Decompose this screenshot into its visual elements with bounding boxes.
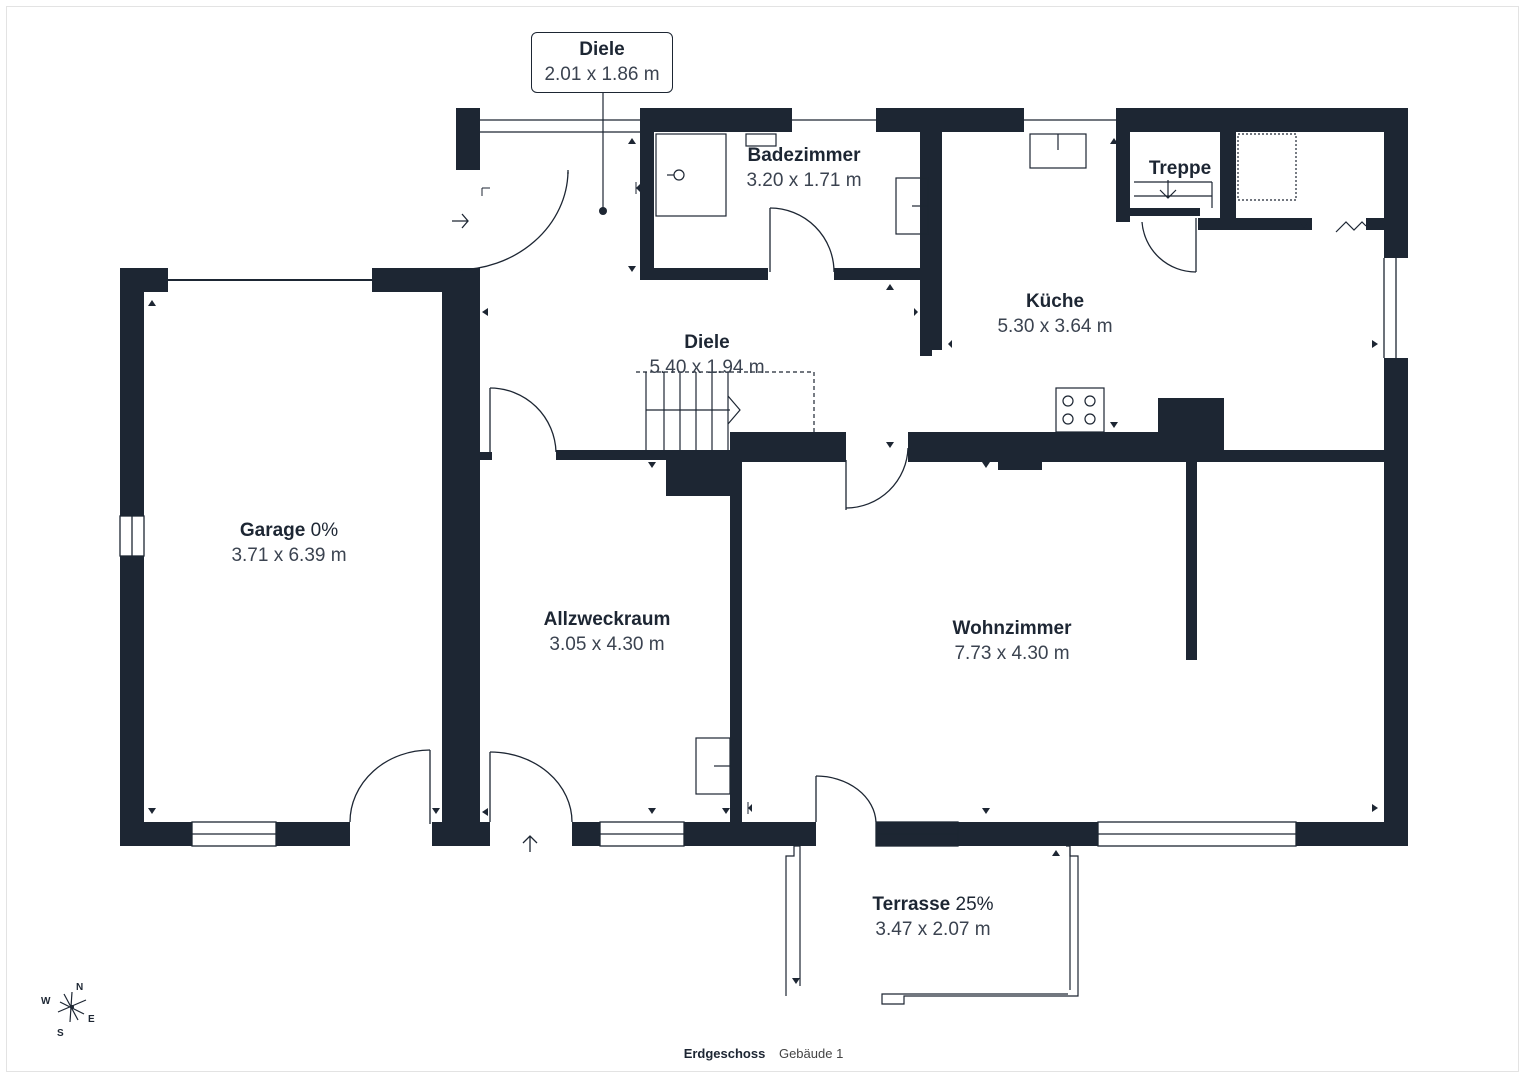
- room-name: Diele: [684, 332, 730, 353]
- room-dims: 5.30 x 3.64 m: [997, 316, 1113, 337]
- room-label-kueche: Küche 5.30 x 3.64 m: [997, 290, 1112, 340]
- entry-arrows: [452, 213, 538, 852]
- compass-east: E: [88, 1014, 95, 1025]
- room-label-terrasse: Terrasse 25% 3.47 x 2.07 m: [872, 893, 993, 943]
- building-name: Gebäude 1: [778, 1046, 844, 1061]
- doors: [349, 170, 1197, 824]
- room-percent: 0%: [310, 520, 339, 541]
- callout-room-dims: 2.01 x 1.86 m: [544, 64, 660, 85]
- room-dims: 3.71 x 6.39 m: [231, 545, 347, 566]
- room-name: Terrasse: [872, 894, 951, 915]
- plan-footer: Erdgeschoss Gebäude 1: [0, 1046, 1527, 1061]
- room-name: Allzweckraum: [543, 609, 671, 630]
- room-dims: 7.73 x 4.30 m: [954, 643, 1070, 664]
- fixtures: [602, 93, 1367, 1005]
- room-name: Treppe: [1148, 158, 1212, 179]
- walls: [120, 108, 1408, 846]
- tick-lines: [481, 182, 749, 814]
- dimension-markers: [148, 138, 1378, 984]
- room-label-wohnzimmer: Wohnzimmer 7.73 x 4.30 m: [953, 617, 1072, 667]
- room-label-treppe: Treppe: [1149, 157, 1211, 181]
- room-dims: 3.20 x 1.71 m: [746, 170, 862, 191]
- room-label-diele: Diele 5.40 x 1.94 m: [649, 331, 764, 381]
- floor-name: Erdgeschoss: [683, 1046, 766, 1061]
- room-label-garage: Garage 0% 3.71 x 6.39 m: [231, 519, 346, 569]
- room-name: Garage: [239, 520, 306, 541]
- room-dims: 3.05 x 4.30 m: [549, 634, 665, 655]
- room-name: Küche: [1025, 291, 1085, 312]
- compass-north: N: [76, 982, 84, 993]
- compass-west: W: [41, 996, 51, 1007]
- room-percent: 25%: [955, 894, 994, 915]
- room-dims: 3.47 x 2.07 m: [875, 919, 991, 940]
- diele-callout: Diele 2.01 x 1.86 m: [531, 32, 673, 93]
- compass-south: S: [57, 1028, 64, 1039]
- room-label-allzweckraum: Allzweckraum 3.05 x 4.30 m: [544, 608, 671, 658]
- room-dims: 5.40 x 1.94 m: [649, 357, 765, 378]
- callout-room-name: Diele: [579, 39, 625, 60]
- room-label-badezimmer: Badezimmer 3.20 x 1.71 m: [746, 144, 861, 194]
- room-name: Badezimmer: [747, 145, 861, 166]
- page-frame: [6, 6, 1519, 1072]
- room-name: Wohnzimmer: [952, 618, 1072, 639]
- callout-anchor: [599, 207, 607, 215]
- compass-rose-icon: N E S W: [38, 982, 102, 1040]
- windows: [119, 119, 1397, 847]
